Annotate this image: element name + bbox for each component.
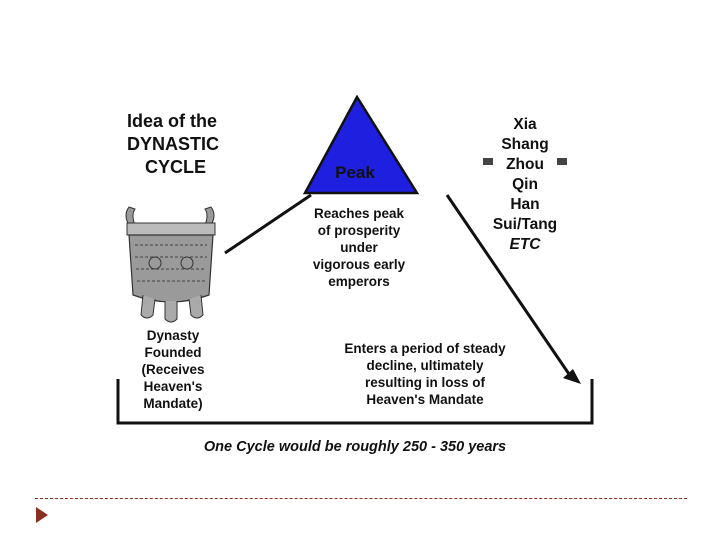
dynasty-han: Han: [510, 196, 539, 213]
zhou-ornament-icons: [483, 158, 567, 165]
footer-divider: [35, 498, 687, 499]
peak-description-line-3: under: [340, 240, 378, 255]
dynasty-xia: Xia: [513, 116, 537, 133]
peak-description-line-4: vigorous early: [313, 257, 406, 272]
decline-description-line-2: decline, ultimately: [366, 358, 484, 373]
rise-arrow-line: [224, 193, 312, 255]
peak-label: Peak: [335, 163, 375, 182]
dynasty-etc: ETC: [510, 236, 542, 253]
decline-description-line-3: resulting in loss of: [365, 375, 486, 390]
founded-description-line-5: Mandate): [143, 396, 202, 411]
cycle-span-bracket: [116, 379, 594, 425]
diagram-title-line-3: CYCLE: [145, 157, 206, 177]
peak-description-line-1: Reaches peak: [314, 206, 405, 221]
dynastic-cycle-diagram: Idea of the DYNASTIC CYCLE Peak Reaches …: [115, 95, 595, 457]
bronze-vessel-icon: [125, 206, 216, 323]
dynasty-qin: Qin: [512, 176, 538, 193]
peak-description-line-2: of prosperity: [318, 223, 401, 238]
founded-description-line-1: Dynasty: [147, 328, 200, 343]
dynasty-shang: Shang: [501, 136, 548, 153]
decline-arrow-line: [445, 194, 573, 378]
peak-description-line-5: emperors: [328, 274, 390, 289]
founded-description-line-3: (Receives: [141, 362, 204, 377]
decline-description-line-1: Enters a period of steady: [344, 341, 506, 356]
decline-description-line-4: Heaven's Mandate: [366, 392, 484, 407]
founded-description-line-4: Heaven's: [144, 379, 203, 394]
cycle-duration-note: One Cycle would be roughly 250 - 350 yea…: [204, 439, 506, 455]
peak-triangle: [302, 95, 420, 195]
diagram-title-line-2: DYNASTIC: [127, 134, 219, 154]
dynasty-zhou: Zhou: [506, 156, 544, 173]
founded-description-line-2: Founded: [145, 345, 202, 360]
dynasty-sui-tang: Sui/Tang: [493, 216, 557, 233]
triangle-bullet-icon: [36, 507, 48, 523]
decline-arrowhead-icon: [563, 369, 581, 384]
diagram-title-line-1: Idea of the: [127, 111, 217, 131]
